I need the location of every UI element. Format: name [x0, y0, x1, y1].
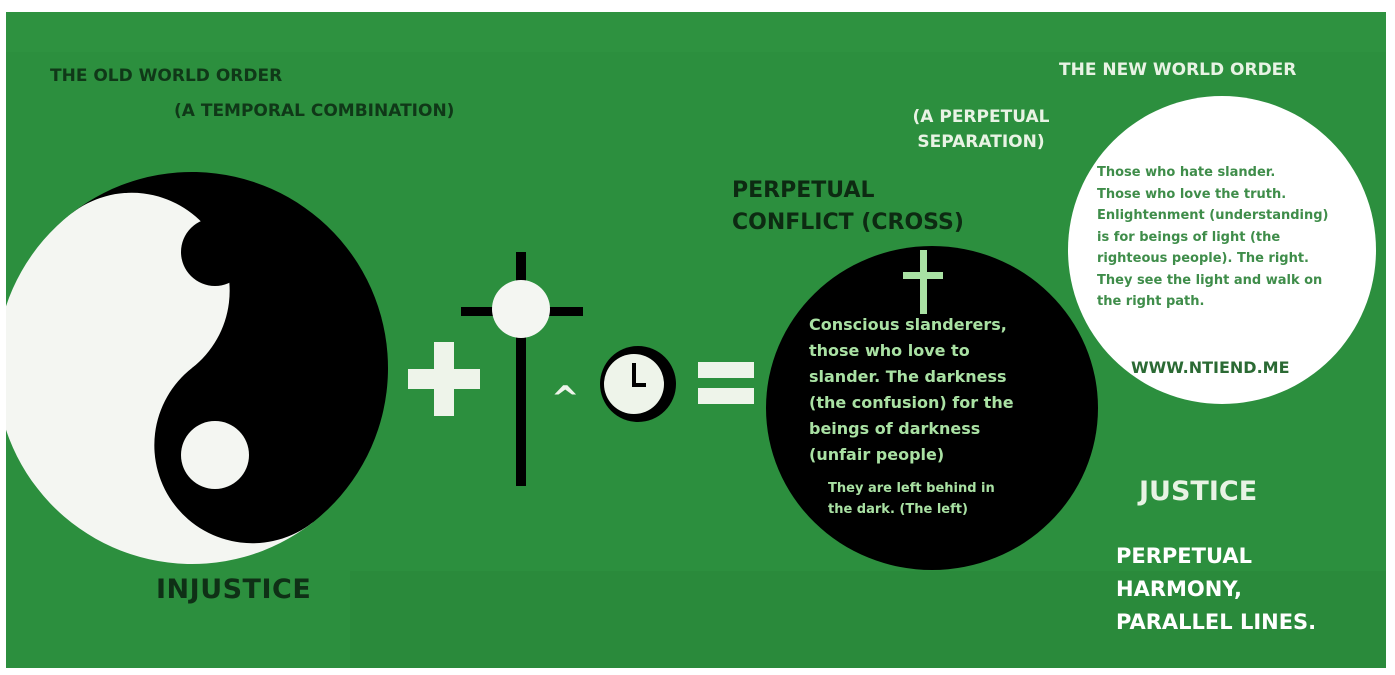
equals-sign-icon	[698, 362, 754, 404]
separation-label-line2: SEPARATION)	[917, 132, 1045, 152]
justice-label: JUSTICE	[1139, 476, 1258, 507]
light-line: Those who love the truth.	[1097, 186, 1287, 202]
website-label: WWW.NTIEND.ME	[1131, 358, 1290, 377]
harmony-line1: PERPETUAL	[1116, 544, 1253, 568]
darkness-note-line: They are left behind in	[828, 481, 995, 496]
darkness-circle	[766, 246, 1098, 570]
separation-label: (A PERPETUAL SEPARATION)	[886, 105, 1076, 155]
small-cross-icon	[903, 250, 943, 314]
old-world-title: THE OLD WORLD ORDER	[50, 66, 283, 86]
conflict-label-line1: PERPETUAL	[732, 178, 875, 203]
darkness-note: They are left behind in the dark. (The l…	[828, 478, 1068, 520]
light-circle	[1068, 96, 1376, 404]
diagram-canvas: ^ THE OLD WORLD ORDER (A TEMPORAL COMBIN…	[6, 12, 1386, 668]
darkness-line: those who love to	[809, 341, 970, 360]
yin-yang-icon	[6, 92, 468, 644]
light-line: They see the light and walk on	[1097, 272, 1323, 288]
harmony-line3: PARALLEL LINES.	[1116, 610, 1317, 634]
injustice-label: INJUSTICE	[156, 574, 312, 605]
background-band-bottom	[350, 571, 1386, 668]
harmony-label: PERPETUAL HARMONY, PARALLEL LINES.	[1116, 540, 1316, 639]
background-band-top	[6, 12, 1386, 52]
light-line: is for beings of light (the	[1097, 229, 1281, 245]
darkness-line: slander. The darkness	[809, 367, 1007, 386]
conflict-label: PERPETUAL CONFLICT (CROSS)	[732, 175, 1032, 239]
darkness-line: beings of darkness	[809, 419, 981, 438]
light-line: righteous people). The right.	[1097, 251, 1309, 266]
yin-yang-light-dot	[181, 421, 249, 489]
plus-sign-icon	[408, 342, 480, 416]
yin-yang-dark-dot	[181, 218, 249, 286]
conflict-label-line2: CONFLICT (CROSS)	[732, 210, 964, 235]
greater-than-symbol: ^	[551, 379, 580, 419]
light-description: Those who hate slander. Those who love t…	[1097, 162, 1359, 313]
darkness-line: (unfair people)	[809, 445, 945, 464]
light-line: the right path.	[1097, 294, 1205, 309]
old-world-subtitle: (A TEMPORAL COMBINATION)	[174, 101, 455, 121]
harmony-line2: HARMONY,	[1116, 577, 1243, 601]
darkness-description: Conscious slanderers, those who love to …	[809, 312, 1079, 468]
diagram-graphics: ^	[6, 92, 1232, 644]
clock-icon	[600, 346, 676, 422]
light-line: Those who hate slander.	[1097, 165, 1276, 180]
darkness-note-line: the dark. (The left)	[828, 502, 968, 517]
darkness-line: (the confusion) for the	[809, 393, 1014, 412]
light-line: Enlightenment (understanding)	[1097, 208, 1329, 223]
darkness-line: Conscious slanderers,	[809, 315, 1007, 334]
cross-with-disk-icon	[461, 252, 583, 486]
separation-label-line1: (A PERPETUAL	[912, 107, 1050, 127]
new-world-title: THE NEW WORLD ORDER	[1059, 60, 1297, 80]
